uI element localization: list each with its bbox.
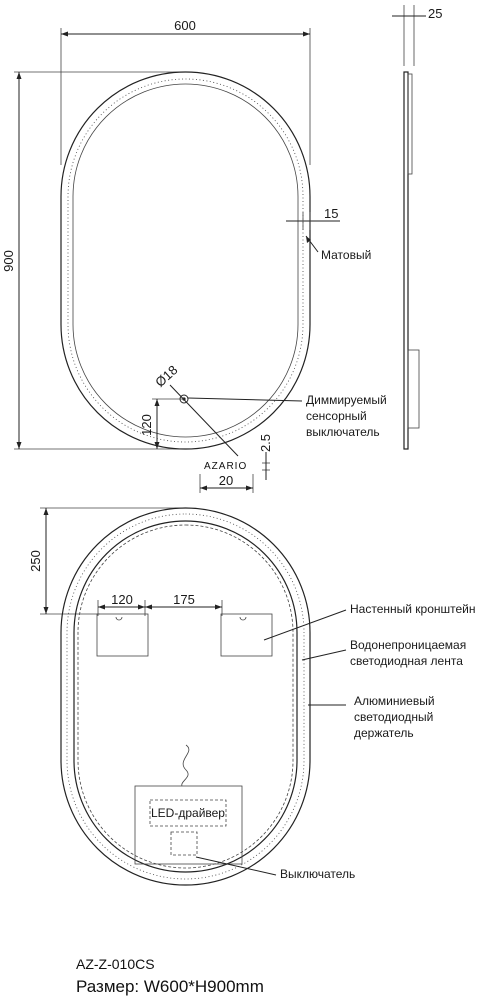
mirror-frame-texture — [67, 78, 304, 443]
arrow-icon — [138, 604, 145, 610]
side-driver-box — [407, 349, 420, 429]
arrow-icon — [43, 508, 49, 515]
arrow-icon — [98, 604, 105, 610]
bracket-hook-icon — [115, 616, 123, 621]
arrow-icon — [306, 236, 311, 243]
arrow-icon — [61, 31, 68, 37]
mirror-inner-edge — [72, 83, 299, 438]
model-number: AZ-Z-010CS — [76, 956, 155, 972]
side-bracket-top — [407, 73, 413, 175]
wall-bracket-right — [220, 613, 273, 657]
arrow-icon — [16, 72, 22, 79]
frame-dimension: 15 — [324, 206, 338, 221]
bracket-top-dimension: 250 — [28, 550, 43, 572]
logo-gap-dimension: 2.5 — [258, 434, 273, 452]
bracket-left-dimension: 120 — [111, 592, 133, 607]
side-view: 25 — [392, 5, 442, 450]
brand-logo: AZARIO — [204, 461, 247, 472]
led-strip-leader — [301, 649, 347, 661]
led-driver-box — [149, 799, 227, 827]
bracket-gap-dimension: 175 — [173, 592, 195, 607]
back-view: 250 120 175 Настенный кронштейн Водонепр… — [28, 507, 476, 886]
led-driver-label: LED-драйвер — [151, 806, 225, 820]
bracket-label: Настенный кронштейн — [350, 602, 476, 616]
driver-housing — [134, 785, 243, 865]
switch-leader — [187, 397, 303, 402]
width-dimension: 600 — [174, 18, 196, 33]
arrow-icon — [215, 604, 222, 610]
front-view: 600 900 15 Матовый Ø18 Диммируемый сенсо… — [1, 18, 390, 493]
logo-width-dimension: 20 — [219, 473, 233, 488]
bracket-hook-icon — [239, 616, 247, 621]
height-dimension: 900 — [1, 250, 16, 272]
holder-label: Алюминиевый светодиодный держатель — [354, 694, 438, 740]
back-frame-texture — [66, 513, 305, 880]
wall-bracket-left — [96, 613, 149, 657]
switch-label: Диммируемый сенсорный выключатель — [306, 393, 390, 439]
arrow-icon — [303, 31, 310, 37]
arrow-icon — [43, 607, 49, 614]
switch-box — [170, 831, 198, 856]
switch-diameter: Ø18 — [152, 362, 180, 390]
arrow-icon — [154, 442, 160, 449]
led-strip-label: Водонепроницаемая светодиодная лента — [350, 638, 470, 668]
switch-box-label: Выключатель — [280, 867, 355, 881]
size-spec: Размер: W600*H900mm — [76, 977, 264, 996]
bracket-leader — [263, 609, 347, 641]
frame-finish-label: Матовый — [321, 248, 371, 262]
arrow-icon — [200, 485, 207, 491]
switch-diameter-leader — [169, 384, 239, 457]
arrow-icon — [145, 604, 152, 610]
led-strip-outer — [73, 520, 298, 873]
switch-height-dimension: 120 — [139, 414, 154, 436]
arrow-icon — [246, 485, 253, 491]
led-strip-inner — [77, 524, 294, 869]
mirror-side-profile — [403, 71, 409, 450]
depth-dimension: 25 — [428, 6, 442, 21]
arrow-icon — [154, 399, 160, 406]
power-cable — [181, 744, 190, 787]
arrow-icon — [16, 442, 22, 449]
mirror-outer-edge — [60, 71, 311, 450]
back-outer-edge — [60, 507, 311, 886]
switch-box-leader — [195, 856, 277, 876]
